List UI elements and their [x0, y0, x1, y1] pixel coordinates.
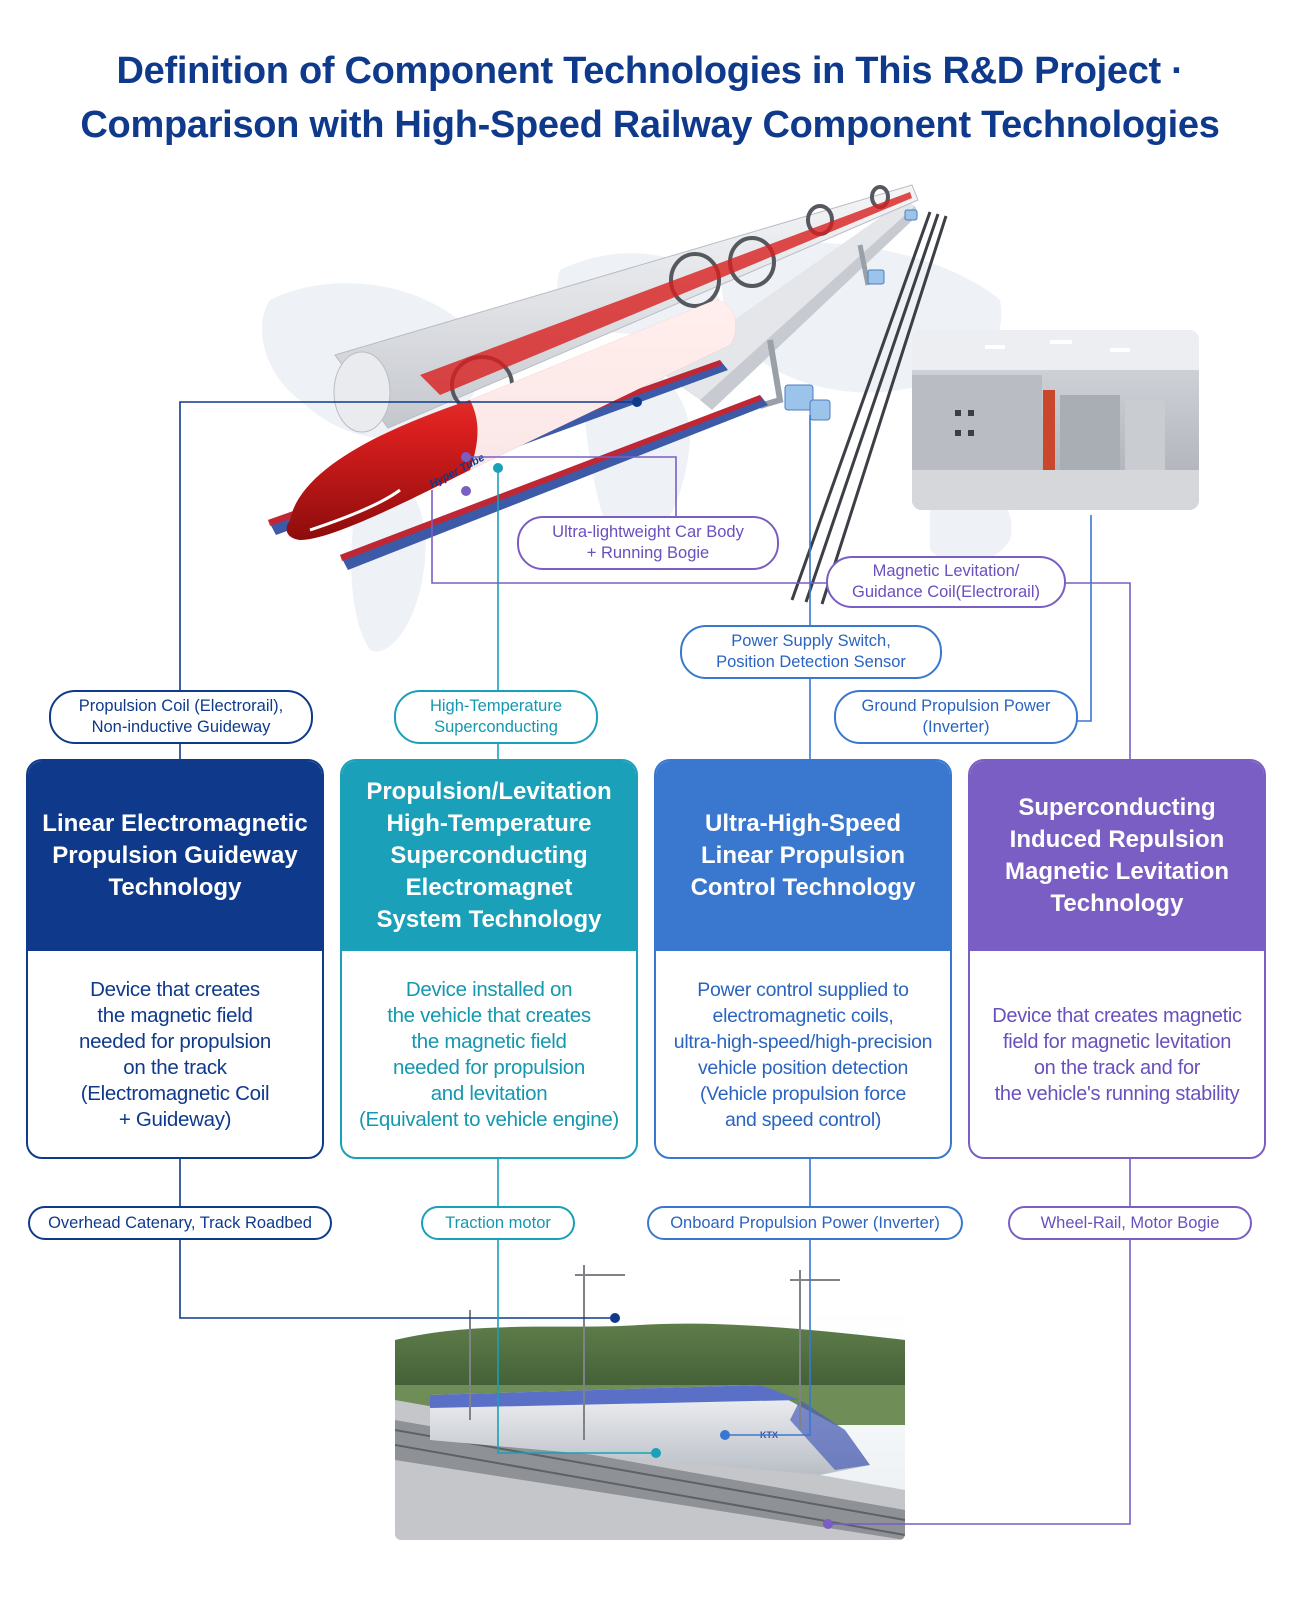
label-traction-motor: Traction motor — [421, 1206, 575, 1240]
label-onboard-power: Onboard Propulsion Power (Inverter) — [647, 1206, 963, 1240]
label-levitation-coil: Magnetic Levitation/Guidance Coil(Electr… — [826, 556, 1066, 608]
page-title-line-2: Comparison with High-Speed Railway Compo… — [80, 104, 1220, 146]
label-ground-power: Ground Propulsion Power(Inverter) — [834, 690, 1078, 744]
label-car-body: Ultra-lightweight Car Body+ Running Bogi… — [517, 516, 779, 570]
hyper-tube-illustration: Hyper Tube — [268, 184, 948, 605]
page-title-line-1: Definition of Component Technologies in … — [116, 50, 1184, 92]
label-catenary: Overhead Catenary, Track Roadbed — [28, 1206, 332, 1240]
label-wheel-rail: Wheel-Rail, Motor Bogie — [1008, 1206, 1252, 1240]
ktx-train-photo: KTX — [395, 1265, 905, 1540]
connector-dots — [461, 397, 833, 1529]
control-room-photo — [912, 330, 1199, 510]
label-power-switch: Power Supply Switch,Position Detection S… — [680, 625, 942, 679]
label-propulsion-coil: Propulsion Coil (Electrorail),Non-induct… — [49, 690, 313, 744]
connector-lines — [179, 401, 1131, 1525]
